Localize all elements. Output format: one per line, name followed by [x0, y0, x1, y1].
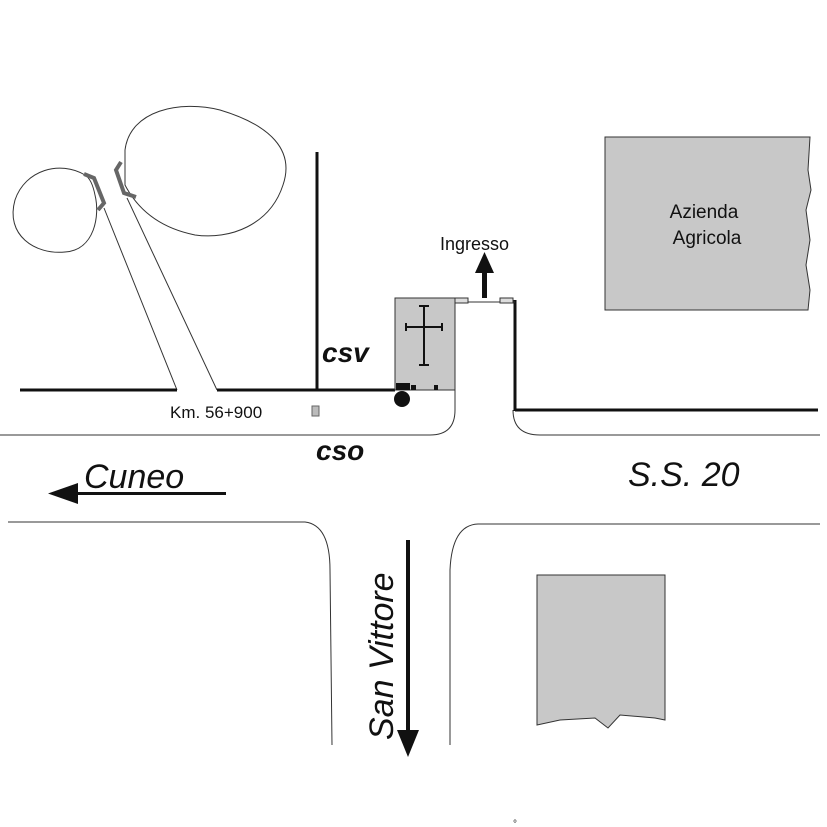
road-edge: [8, 521, 333, 746]
highway-label: S.S. 20: [628, 456, 740, 494]
marker-block: [434, 385, 438, 390]
farm-label: Agricola: [673, 228, 742, 249]
road-edge: [512, 409, 820, 436]
marker-block: [411, 385, 416, 390]
marker-block: [396, 383, 410, 390]
bracket-icon: [113, 160, 137, 199]
road-edge: [0, 390, 456, 436]
degree-mark: °: [513, 819, 517, 827]
small-tree-canopy: [12, 167, 98, 253]
csv-label: csv: [322, 337, 370, 368]
cross-icon: [405, 305, 443, 366]
farm-building: [604, 136, 812, 311]
tree-trunk-line: [103, 207, 178, 391]
position-dot: [394, 391, 410, 407]
gate-post: [499, 297, 514, 304]
arrow-san-vittore: [397, 540, 419, 757]
cso-label: cso: [316, 435, 364, 466]
farm-label: Azienda: [670, 202, 739, 223]
tree-trunk-line: [126, 197, 218, 391]
gate-post: [454, 297, 469, 304]
san-vittore-label: San Vittore: [363, 572, 401, 740]
km-marker-icon: [311, 405, 320, 417]
arrow-cuneo: [48, 483, 226, 504]
fences: [20, 152, 818, 412]
arrow-ingresso: [475, 252, 494, 298]
building-south: [536, 574, 666, 729]
bracket-icon: [83, 172, 107, 212]
large-tree-canopy: [124, 105, 287, 237]
entrance-label: Ingresso: [440, 234, 509, 254]
trees: [12, 105, 287, 391]
km-label: Km. 56+900: [170, 403, 262, 422]
cuneo-label: Cuneo: [84, 458, 184, 496]
road-edge: [449, 523, 820, 745]
